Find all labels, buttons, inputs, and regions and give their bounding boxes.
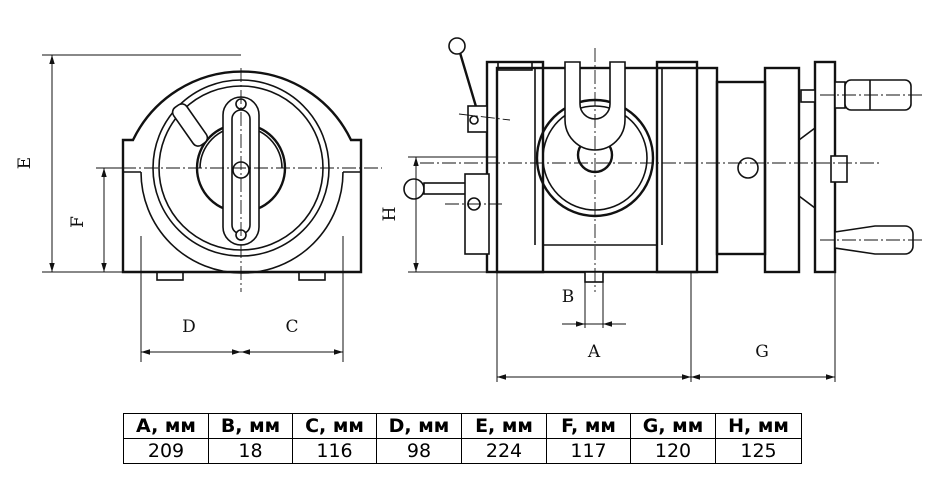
label-e: E [15, 157, 35, 169]
value-cell: 117 [546, 438, 631, 464]
value-cell: 209 [123, 438, 209, 464]
header-cell: B, мм [208, 413, 293, 439]
label-f: F [68, 216, 88, 228]
header-cell: E, мм [461, 413, 547, 439]
label-d: D [182, 317, 196, 337]
label-a: A [587, 342, 601, 362]
value-cell: 125 [715, 438, 802, 464]
header-cell: G, мм [630, 413, 716, 439]
label-c: C [285, 317, 298, 337]
front-view [42, 54, 382, 362]
value-cell: 98 [376, 438, 462, 464]
header-cell: H, мм [715, 413, 802, 439]
side-view [403, 37, 925, 382]
header-cell: F, мм [546, 413, 631, 439]
label-b: B [562, 287, 575, 307]
technical-drawing: E F D C [15, 37, 925, 382]
value-cell: 116 [292, 438, 377, 464]
header-cell: C, мм [292, 413, 377, 439]
table-row: 209 18 116 98 224 117 120 125 [123, 438, 802, 464]
value-cell: 224 [461, 438, 547, 464]
label-h: H [380, 207, 400, 222]
table-header-row: A, мм B, мм C, мм D, мм E, мм F, мм G, м… [123, 413, 802, 439]
header-cell: D, мм [376, 413, 462, 439]
dimensions-table: A, мм B, мм C, мм D, мм E, мм F, мм G, м… [123, 413, 802, 464]
value-cell: 18 [208, 438, 293, 464]
header-cell: A, мм [123, 413, 209, 439]
value-cell: 120 [630, 438, 716, 464]
label-g: G [755, 342, 769, 362]
